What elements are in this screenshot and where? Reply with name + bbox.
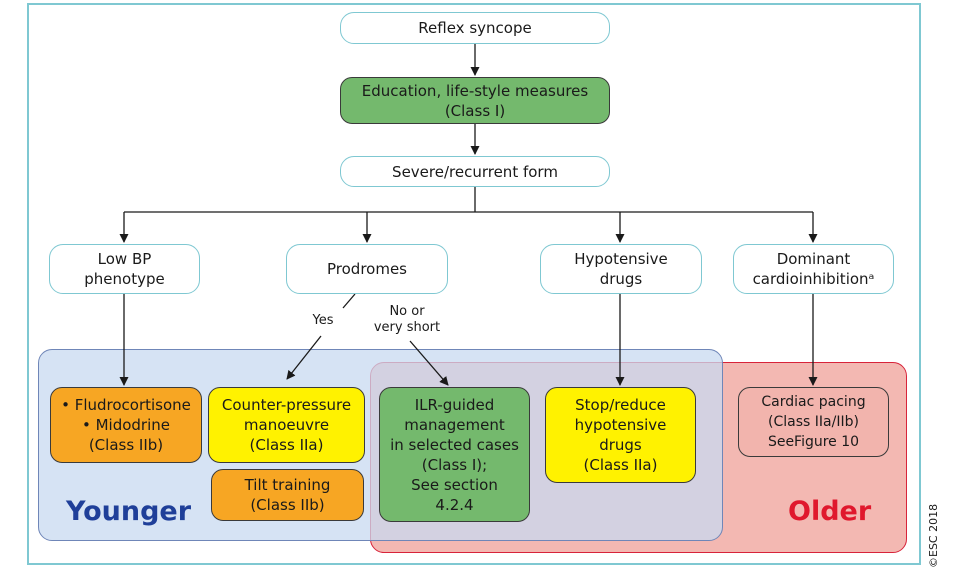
stop-reduce-box: Stop/reduce hypotensive drugs (Class IIa… (545, 387, 696, 483)
prodromes-text: Prodromes (327, 260, 407, 278)
counter-pressure-box: Counter-pressure manoeuvre (Class IIa) (208, 387, 365, 463)
low-bp-text: Low BP phenotype (84, 250, 165, 288)
tilt-training-box: Tilt training (Class IIb) (211, 469, 364, 521)
tilt-training-text: Tilt training (Class IIb) (244, 476, 331, 514)
dominant-cardioinhibition-box: Dominant cardioinhibitionᵃ (733, 244, 894, 294)
reflex-syncope-text: Reflex syncope (418, 19, 532, 37)
counter-pressure-text: Counter-pressure manoeuvre (Class IIa) (221, 396, 352, 454)
no-or-very-short-label: No or very short (373, 304, 441, 335)
hypotensive-drugs-text: Hypotensive drugs (574, 250, 668, 288)
reflex-syncope-box: Reflex syncope (340, 12, 610, 44)
severe-recurrent-text: Severe/recurrent form (392, 162, 558, 181)
ilr-guided-text: ILR-guided management in selected cases … (390, 395, 519, 514)
arrow-yes-counter (286, 335, 322, 380)
copyright-text: ©ESC 2018 (927, 503, 940, 568)
severe-recurrent-box: Severe/recurrent form (340, 156, 610, 187)
prodromes-box: Prodromes (286, 244, 448, 294)
hypotensive-drugs-box: Hypotensive drugs (540, 244, 702, 294)
fludrocortisone-text: • Fludrocortisone • Midodrine (Class IIb… (61, 396, 191, 454)
older-label: Older (788, 496, 872, 527)
arrow-no-ilr (409, 340, 449, 386)
diagram-frame (27, 3, 921, 565)
line-prodromes-yes (342, 293, 356, 309)
education-box: Education, life-style measures (Class I) (340, 77, 610, 124)
yes-label: Yes (312, 313, 334, 328)
dominant-cardioinhibition-text: Dominant cardioinhibitionᵃ (752, 250, 875, 288)
copyright-notice: ©ESC 2018 (925, 500, 941, 570)
low-bp-box: Low BP phenotype (49, 244, 200, 294)
younger-label: Younger (66, 496, 192, 527)
fludrocortisone-box: • Fludrocortisone • Midodrine (Class IIb… (50, 387, 202, 463)
stop-reduce-text: Stop/reduce hypotensive drugs (Class IIa… (574, 396, 667, 474)
ilr-guided-box: ILR-guided management in selected cases … (379, 387, 530, 522)
cardiac-pacing-text: Cardiac pacing (Class IIa/IIb) SeeFigure… (761, 394, 866, 450)
cardiac-pacing-box: Cardiac pacing (Class IIa/IIb) SeeFigure… (738, 387, 889, 457)
education-text: Education, life-style measures (Class I) (361, 81, 589, 120)
